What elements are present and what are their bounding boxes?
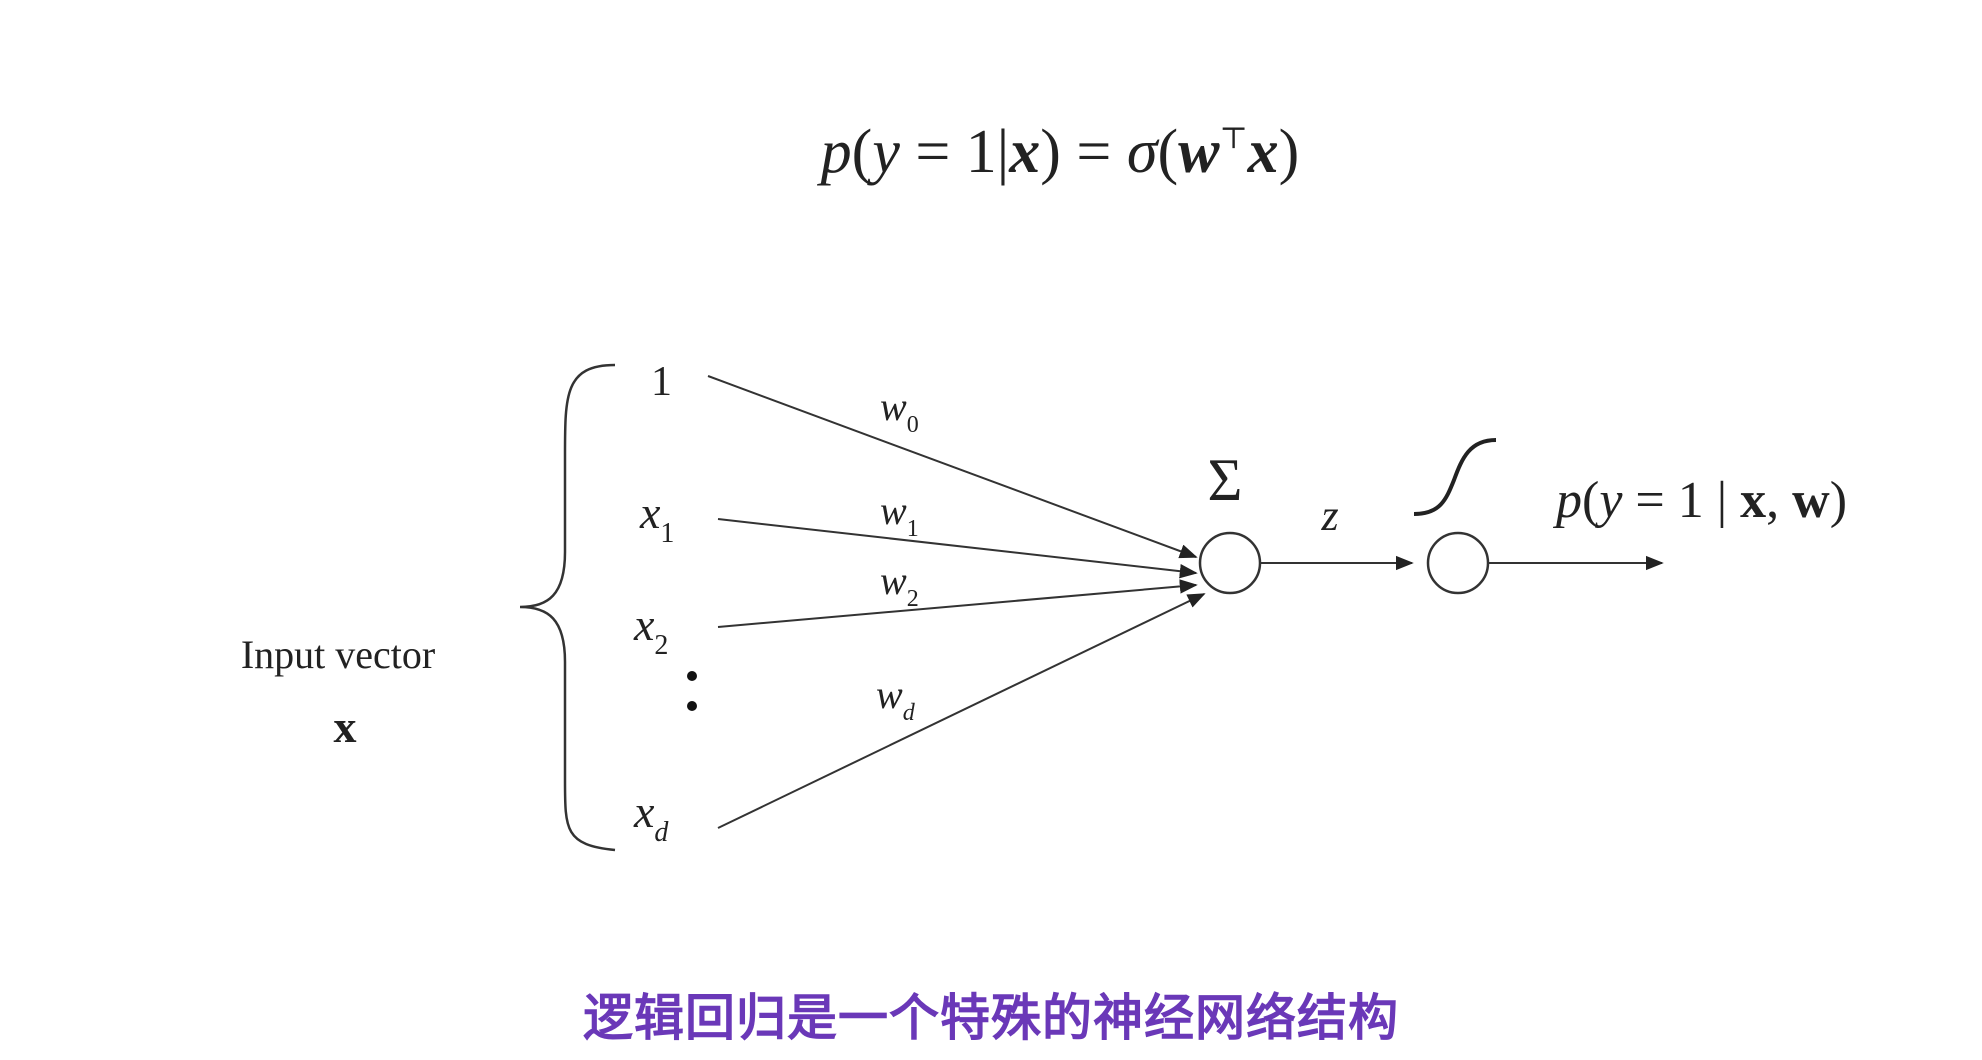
weight-w0: w0 <box>880 384 919 438</box>
input-vector-symbol: x <box>334 701 357 752</box>
sigmoid-icon <box>1413 438 1497 516</box>
sum-symbol: Σ <box>1208 447 1243 513</box>
sum-node <box>1198 531 1262 595</box>
sigmoid-node <box>1426 531 1490 595</box>
edge-w0 <box>707 375 1198 559</box>
output-label: p(y = 1 | x, w) <box>1552 472 1847 529</box>
input-x1: x1 <box>639 487 674 549</box>
input-xd: xd <box>633 786 669 848</box>
weight-wd: wd <box>876 672 916 726</box>
edge-w1 <box>717 518 1198 579</box>
formula: p(y = 1|x) = σ(w⊤x) <box>817 118 1300 186</box>
figure-caption: 逻辑回归是一个特殊的神经网络结构 <box>583 989 1399 1047</box>
input-x2: x2 <box>633 599 668 661</box>
ellipsis-dots <box>687 671 697 711</box>
input-1: 1 <box>651 359 672 405</box>
weight-w1: w1 <box>880 488 919 542</box>
edge-wd <box>717 593 1206 829</box>
z-label: z <box>1320 491 1338 540</box>
weight-w2: w2 <box>880 558 919 612</box>
edge-w2 <box>717 579 1198 628</box>
input-brace <box>519 363 616 852</box>
input-vector-label: Input vector <box>241 632 435 677</box>
